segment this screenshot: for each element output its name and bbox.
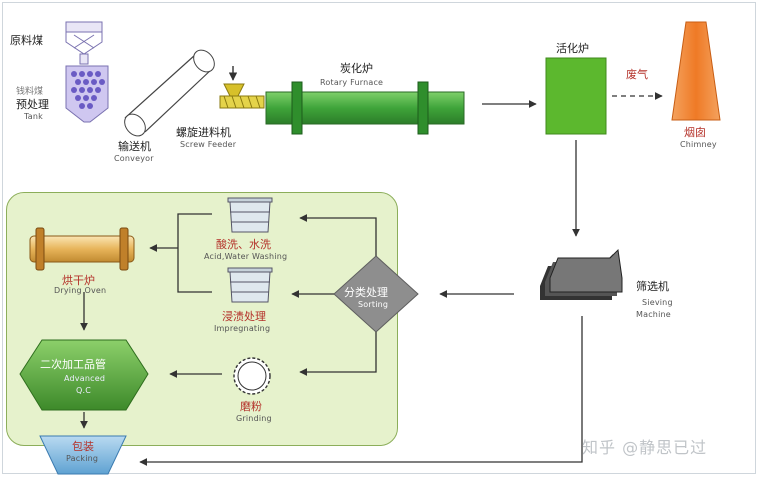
- screw-feeder-zh-label: 螺旋进料机: [176, 126, 231, 139]
- grinding-gear-icon: [233, 357, 271, 395]
- rotary-furnace-icon: [265, 81, 465, 135]
- impregnating-en-label: Impregnating: [214, 324, 271, 333]
- tank-label: Tank: [24, 112, 43, 121]
- rotary-furnace-zh-label: 炭化炉: [340, 62, 373, 75]
- sieving-machine-icon: [540, 248, 623, 300]
- flow-arrows: [80, 92, 663, 466]
- advanced-qc-zh-label: 二次加工品管: [40, 358, 106, 371]
- conveyor-zh-label: 输送机: [118, 140, 151, 153]
- raw-coal-label: 原料煤: [10, 34, 43, 47]
- advanced-qc-hexagon-icon: [19, 339, 149, 411]
- drying-oven-zh-label: 烘干炉: [62, 274, 95, 287]
- grinding-zh-label: 磨粉: [240, 400, 262, 413]
- garbled-label: 钱料煤: [16, 87, 44, 97]
- acid-washing-zh-label: 酸洗、水洗: [216, 238, 271, 251]
- advanced-qc-en-label-2: Q.C: [76, 386, 92, 395]
- diagram-frame: [2, 2, 756, 474]
- activation-furnace-icon: [545, 57, 607, 135]
- rotary-furnace-en-label: Rotary Furnace: [320, 78, 384, 87]
- sorting-zh-label: 分类处理: [344, 286, 388, 299]
- grinding-en-label: Grinding: [236, 414, 272, 423]
- packing-en-label: Packing: [66, 454, 99, 463]
- watermark: 知乎 @静思已过: [582, 438, 708, 457]
- screw-feeder-en-label: Screw Feeder: [180, 140, 237, 149]
- advanced-qc-en-label-1: Advanced: [64, 374, 106, 383]
- acid-washing-icon: [227, 197, 273, 233]
- packing-zh-label: 包装: [72, 440, 94, 453]
- chimney-icon: [671, 21, 721, 121]
- impregnating-zh-label: 浸渍处理: [222, 310, 266, 323]
- sorting-en-label: Sorting: [358, 300, 389, 309]
- tank-icon: [65, 21, 109, 123]
- conveyor-icon: [124, 49, 215, 137]
- pretreat-label: 预处理: [16, 98, 49, 111]
- sieving-en-label-1: Sieving: [642, 298, 673, 307]
- screw-feeder-icon: [219, 66, 265, 109]
- waste-gas-label: 废气: [626, 68, 648, 81]
- acid-washing-en-label: Acid,Water Washing: [204, 252, 288, 261]
- sieving-zh-label: 筛选机: [636, 280, 669, 293]
- impregnating-icon: [227, 267, 273, 303]
- drying-oven-en-label: Drying Oven: [54, 286, 107, 295]
- conveyor-en-label: Conveyor: [114, 154, 154, 163]
- activation-furnace-label: 活化炉: [556, 42, 589, 55]
- sieving-en-label-2: Machine: [636, 310, 671, 319]
- chimney-en-label: Chimney: [680, 140, 717, 149]
- drying-oven-icon: [29, 227, 135, 271]
- packing-funnel-icon: [39, 435, 127, 475]
- chimney-zh-label: 烟囱: [684, 126, 706, 139]
